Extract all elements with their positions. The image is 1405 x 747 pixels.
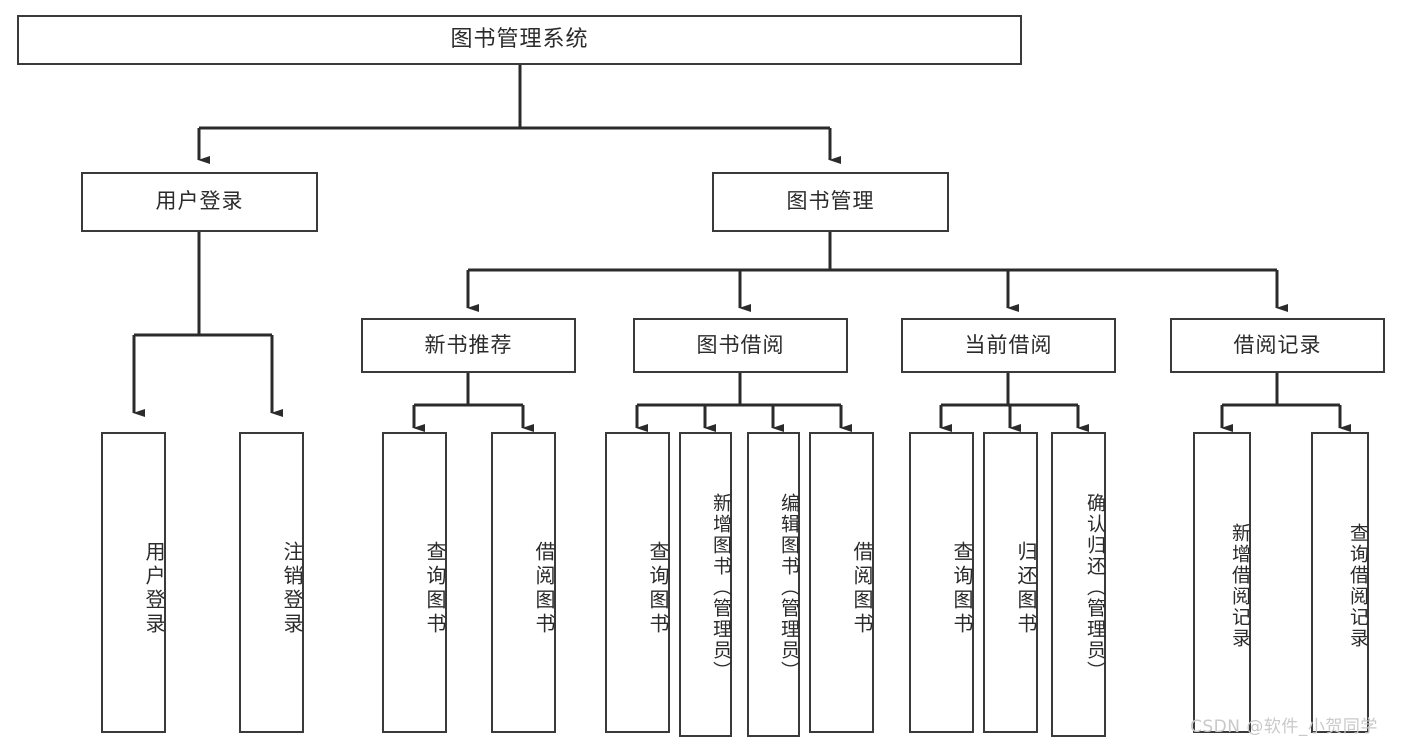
node-root-label: 图书管理系统 bbox=[450, 26, 589, 52]
node-leaf-add-book[interactable]: 新增图书（管理员） bbox=[679, 432, 732, 737]
node-leaf-query-book-1-label: 查询图书 bbox=[423, 540, 447, 637]
node-user-login[interactable]: 用户登录 bbox=[81, 172, 318, 232]
node-user-login-label: 用户登录 bbox=[155, 189, 244, 214]
node-leaf-add-record[interactable]: 新增借阅记录 bbox=[1193, 432, 1251, 733]
node-leaf-query-book-2-label: 查询图书 bbox=[646, 540, 670, 637]
node-leaf-confirm-return[interactable]: 确认归还（管理员） bbox=[1051, 432, 1106, 737]
node-leaf-edit-book[interactable]: 编辑图书（管理员） bbox=[747, 432, 800, 737]
node-borrow-record[interactable]: 借阅记录 bbox=[1170, 318, 1385, 373]
node-leaf-query-book-1[interactable]: 查询图书 bbox=[382, 432, 447, 733]
node-leaf-query-record-label: 查询借阅记录 bbox=[1347, 522, 1369, 649]
node-book-manage-label: 图书管理 bbox=[786, 189, 875, 214]
node-leaf-user-login-label: 用户登录 bbox=[142, 540, 166, 637]
node-new-book-recommend-label: 新书推荐 bbox=[424, 332, 513, 357]
node-leaf-query-record[interactable]: 查询借阅记录 bbox=[1311, 432, 1369, 733]
node-leaf-borrow-book-1-label: 借阅图书 bbox=[532, 540, 556, 637]
node-leaf-user-login[interactable]: 用户登录 bbox=[101, 432, 166, 733]
node-new-book-recommend[interactable]: 新书推荐 bbox=[361, 318, 576, 373]
node-leaf-query-book-2[interactable]: 查询图书 bbox=[605, 432, 670, 733]
node-leaf-return-book[interactable]: 归还图书 bbox=[983, 432, 1038, 733]
node-current-borrow[interactable]: 当前借阅 bbox=[901, 318, 1116, 373]
node-book-borrow[interactable]: 图书借阅 bbox=[633, 318, 848, 373]
node-leaf-query-book-3-label: 查询图书 bbox=[950, 540, 974, 637]
node-leaf-user-logout-label: 注销登录 bbox=[280, 540, 304, 637]
node-leaf-confirm-return-label: 确认归还（管理员） bbox=[1084, 493, 1106, 682]
node-leaf-add-record-label: 新增借阅记录 bbox=[1229, 522, 1251, 649]
node-leaf-borrow-book-2[interactable]: 借阅图书 bbox=[809, 432, 874, 733]
node-borrow-record-label: 借阅记录 bbox=[1233, 332, 1322, 357]
node-leaf-edit-book-label: 编辑图书（管理员） bbox=[778, 493, 800, 682]
node-leaf-add-book-label: 新增图书（管理员） bbox=[710, 493, 732, 682]
node-leaf-return-book-label: 归还图书 bbox=[1014, 540, 1038, 637]
node-leaf-borrow-book-1[interactable]: 借阅图书 bbox=[491, 432, 556, 733]
node-book-borrow-label: 图书借阅 bbox=[696, 332, 785, 357]
node-leaf-user-logout[interactable]: 注销登录 bbox=[239, 432, 304, 733]
csdn-watermark: CSDN @软件_小贺同学 bbox=[1190, 717, 1378, 737]
node-root[interactable]: 图书管理系统 bbox=[17, 15, 1022, 65]
node-leaf-query-book-3[interactable]: 查询图书 bbox=[909, 432, 974, 733]
node-leaf-borrow-book-2-label: 借阅图书 bbox=[850, 540, 874, 637]
node-current-borrow-label: 当前借阅 bbox=[964, 332, 1053, 357]
node-book-manage[interactable]: 图书管理 bbox=[712, 172, 949, 232]
